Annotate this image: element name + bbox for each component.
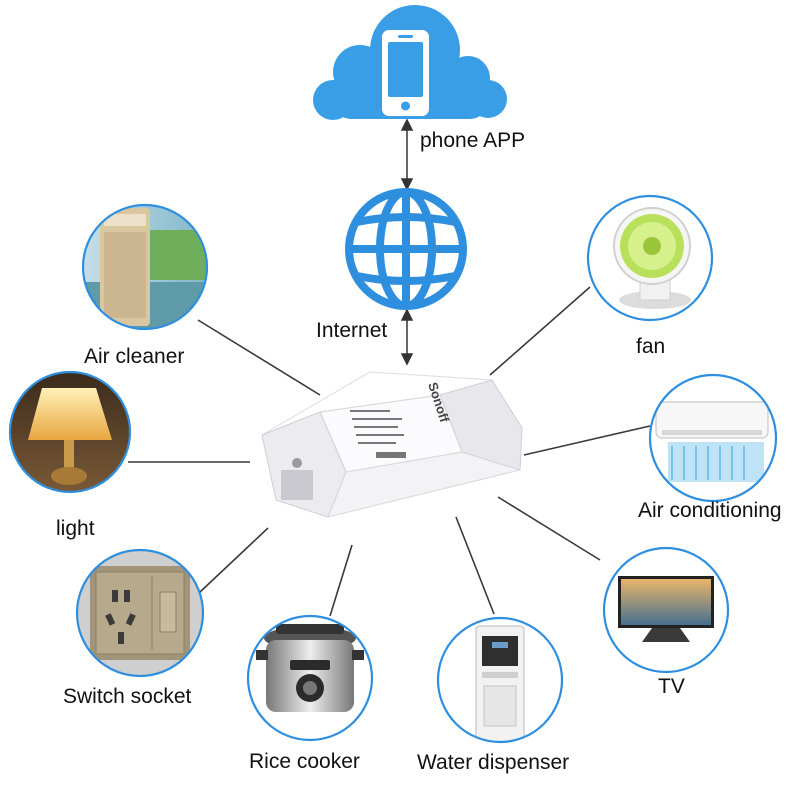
connector-lines <box>128 286 651 617</box>
fan-image <box>586 194 714 322</box>
double-arrow-icon <box>400 308 414 366</box>
light-label: light <box>56 517 95 540</box>
air-cleaner-label: Air cleaner <box>84 345 185 368</box>
switch-socket-image <box>75 548 205 678</box>
switch-socket-label: Switch socket <box>63 685 192 708</box>
tv-label: TV <box>658 675 685 698</box>
line-air-cleaner <box>197 319 321 396</box>
line-tv <box>497 496 601 561</box>
sonoff-hub: Sonoff <box>261 371 523 518</box>
line-water-dispenser <box>455 516 495 615</box>
line-switch-socket <box>199 527 269 593</box>
rice-cooker-label: Rice cooker <box>249 750 360 773</box>
tv-image <box>602 546 730 674</box>
line-fan <box>489 286 591 376</box>
air-conditioning-image <box>648 373 778 503</box>
water-dispenser-label: Water dispenser <box>417 751 570 774</box>
globe-icon <box>345 188 467 310</box>
air-cleaner-image <box>81 203 209 331</box>
phone-app-label: phone APP <box>420 129 526 152</box>
phone-icon <box>382 30 429 116</box>
air-conditioning-label: Air conditioning <box>638 499 782 522</box>
double-arrow-icon <box>400 118 414 191</box>
light-image <box>8 370 132 494</box>
line-air-conditioning <box>523 425 651 456</box>
fan-label: fan <box>636 335 666 358</box>
internet-label: Internet <box>316 319 388 342</box>
water-dispenser-image <box>436 616 564 744</box>
line-rice-cooker <box>329 544 353 617</box>
rice-cooker-image <box>246 614 374 742</box>
